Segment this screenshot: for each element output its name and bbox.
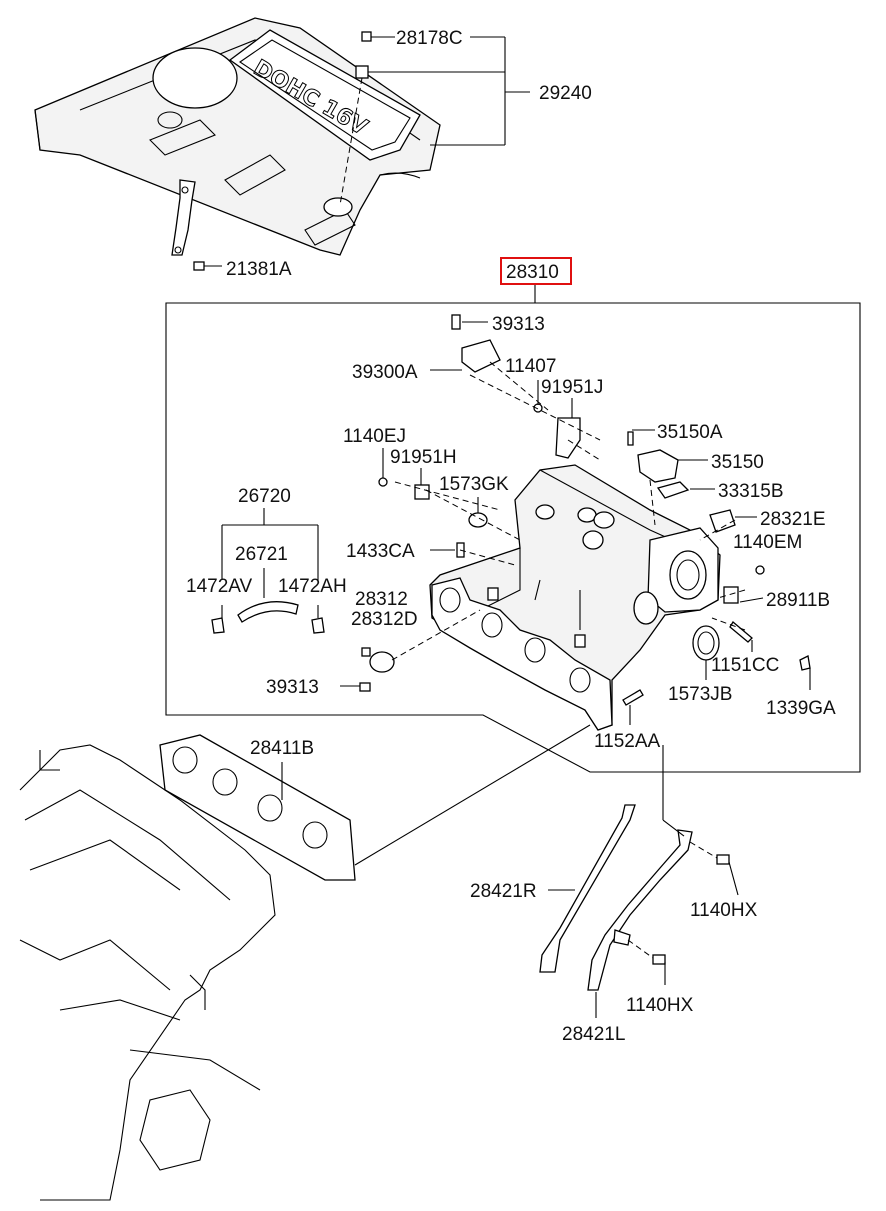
assembly-number-28310[interactable]: 28310 xyxy=(506,262,559,283)
manifold-gasket-drawing xyxy=(159,724,591,881)
part-label-1140hx-top[interactable]: 1140HX xyxy=(690,900,758,921)
part-label-26720[interactable]: 26720 xyxy=(238,486,291,507)
part-label-1151cc[interactable]: 1151CC xyxy=(711,655,779,676)
part-label-28421l[interactable]: 28421L xyxy=(562,1024,625,1045)
assembly-number-highlight-box xyxy=(500,257,572,285)
part-label-28321e[interactable]: 28321E xyxy=(760,509,826,530)
part-label-28911b[interactable]: 28911B xyxy=(766,590,830,611)
part-label-1433ca[interactable]: 1433CA xyxy=(346,541,415,562)
part-label-33315b[interactable]: 33315B xyxy=(718,481,784,502)
part-label-1472ah[interactable]: 1472AH xyxy=(278,576,347,597)
part-label-39313-top[interactable]: 39313 xyxy=(492,314,545,335)
part-label-91951j[interactable]: 91951J xyxy=(541,377,603,398)
cylinder-head-drawing xyxy=(19,744,276,1201)
part-label-1573gk[interactable]: 1573GK xyxy=(439,474,509,495)
part-label-28411b[interactable]: 28411B xyxy=(250,738,314,759)
part-label-1339ga[interactable]: 1339GA xyxy=(766,698,836,719)
part-label-39313-bottom[interactable]: 39313 xyxy=(266,677,319,698)
part-label-1140hx-bottom[interactable]: 1140HX xyxy=(626,995,694,1016)
intake-manifold-drawing xyxy=(211,314,811,731)
part-label-1140ej[interactable]: 1140EJ xyxy=(343,426,406,447)
part-label-28312[interactable]: 28312 xyxy=(355,589,408,610)
engine-cover-drawing: DOHC 16V xyxy=(34,17,441,271)
part-label-28421r[interactable]: 28421R xyxy=(470,881,537,902)
bracket-drawings xyxy=(539,745,739,991)
part-label-35150[interactable]: 35150 xyxy=(711,452,764,473)
part-label-35150a[interactable]: 35150A xyxy=(657,422,723,443)
part-label-1573jb[interactable]: 1573JB xyxy=(668,684,732,705)
label-leader-lines xyxy=(281,321,811,1018)
part-label-1152aa[interactable]: 1152AA xyxy=(594,731,661,752)
part-label-29240[interactable]: 29240 xyxy=(539,83,592,104)
part-label-28178c[interactable]: 28178C xyxy=(396,28,463,49)
part-label-39300a[interactable]: 39300A xyxy=(352,362,418,383)
part-label-11407[interactable]: 11407 xyxy=(505,356,556,377)
part-labels: 28178C 29240 21381A 28310 39313 39300A 1… xyxy=(186,28,836,1045)
cover-leader-lines xyxy=(204,31,530,267)
part-label-1140em[interactable]: 1140EM xyxy=(733,532,802,553)
part-label-91951h[interactable]: 91951H xyxy=(390,447,457,468)
assembly-frame xyxy=(165,283,861,773)
part-label-26721[interactable]: 26721 xyxy=(235,544,288,565)
part-label-21381a[interactable]: 21381A xyxy=(226,259,292,280)
part-label-28312d[interactable]: 28312D xyxy=(351,609,418,630)
part-label-1472av[interactable]: 1472AV xyxy=(186,576,253,597)
